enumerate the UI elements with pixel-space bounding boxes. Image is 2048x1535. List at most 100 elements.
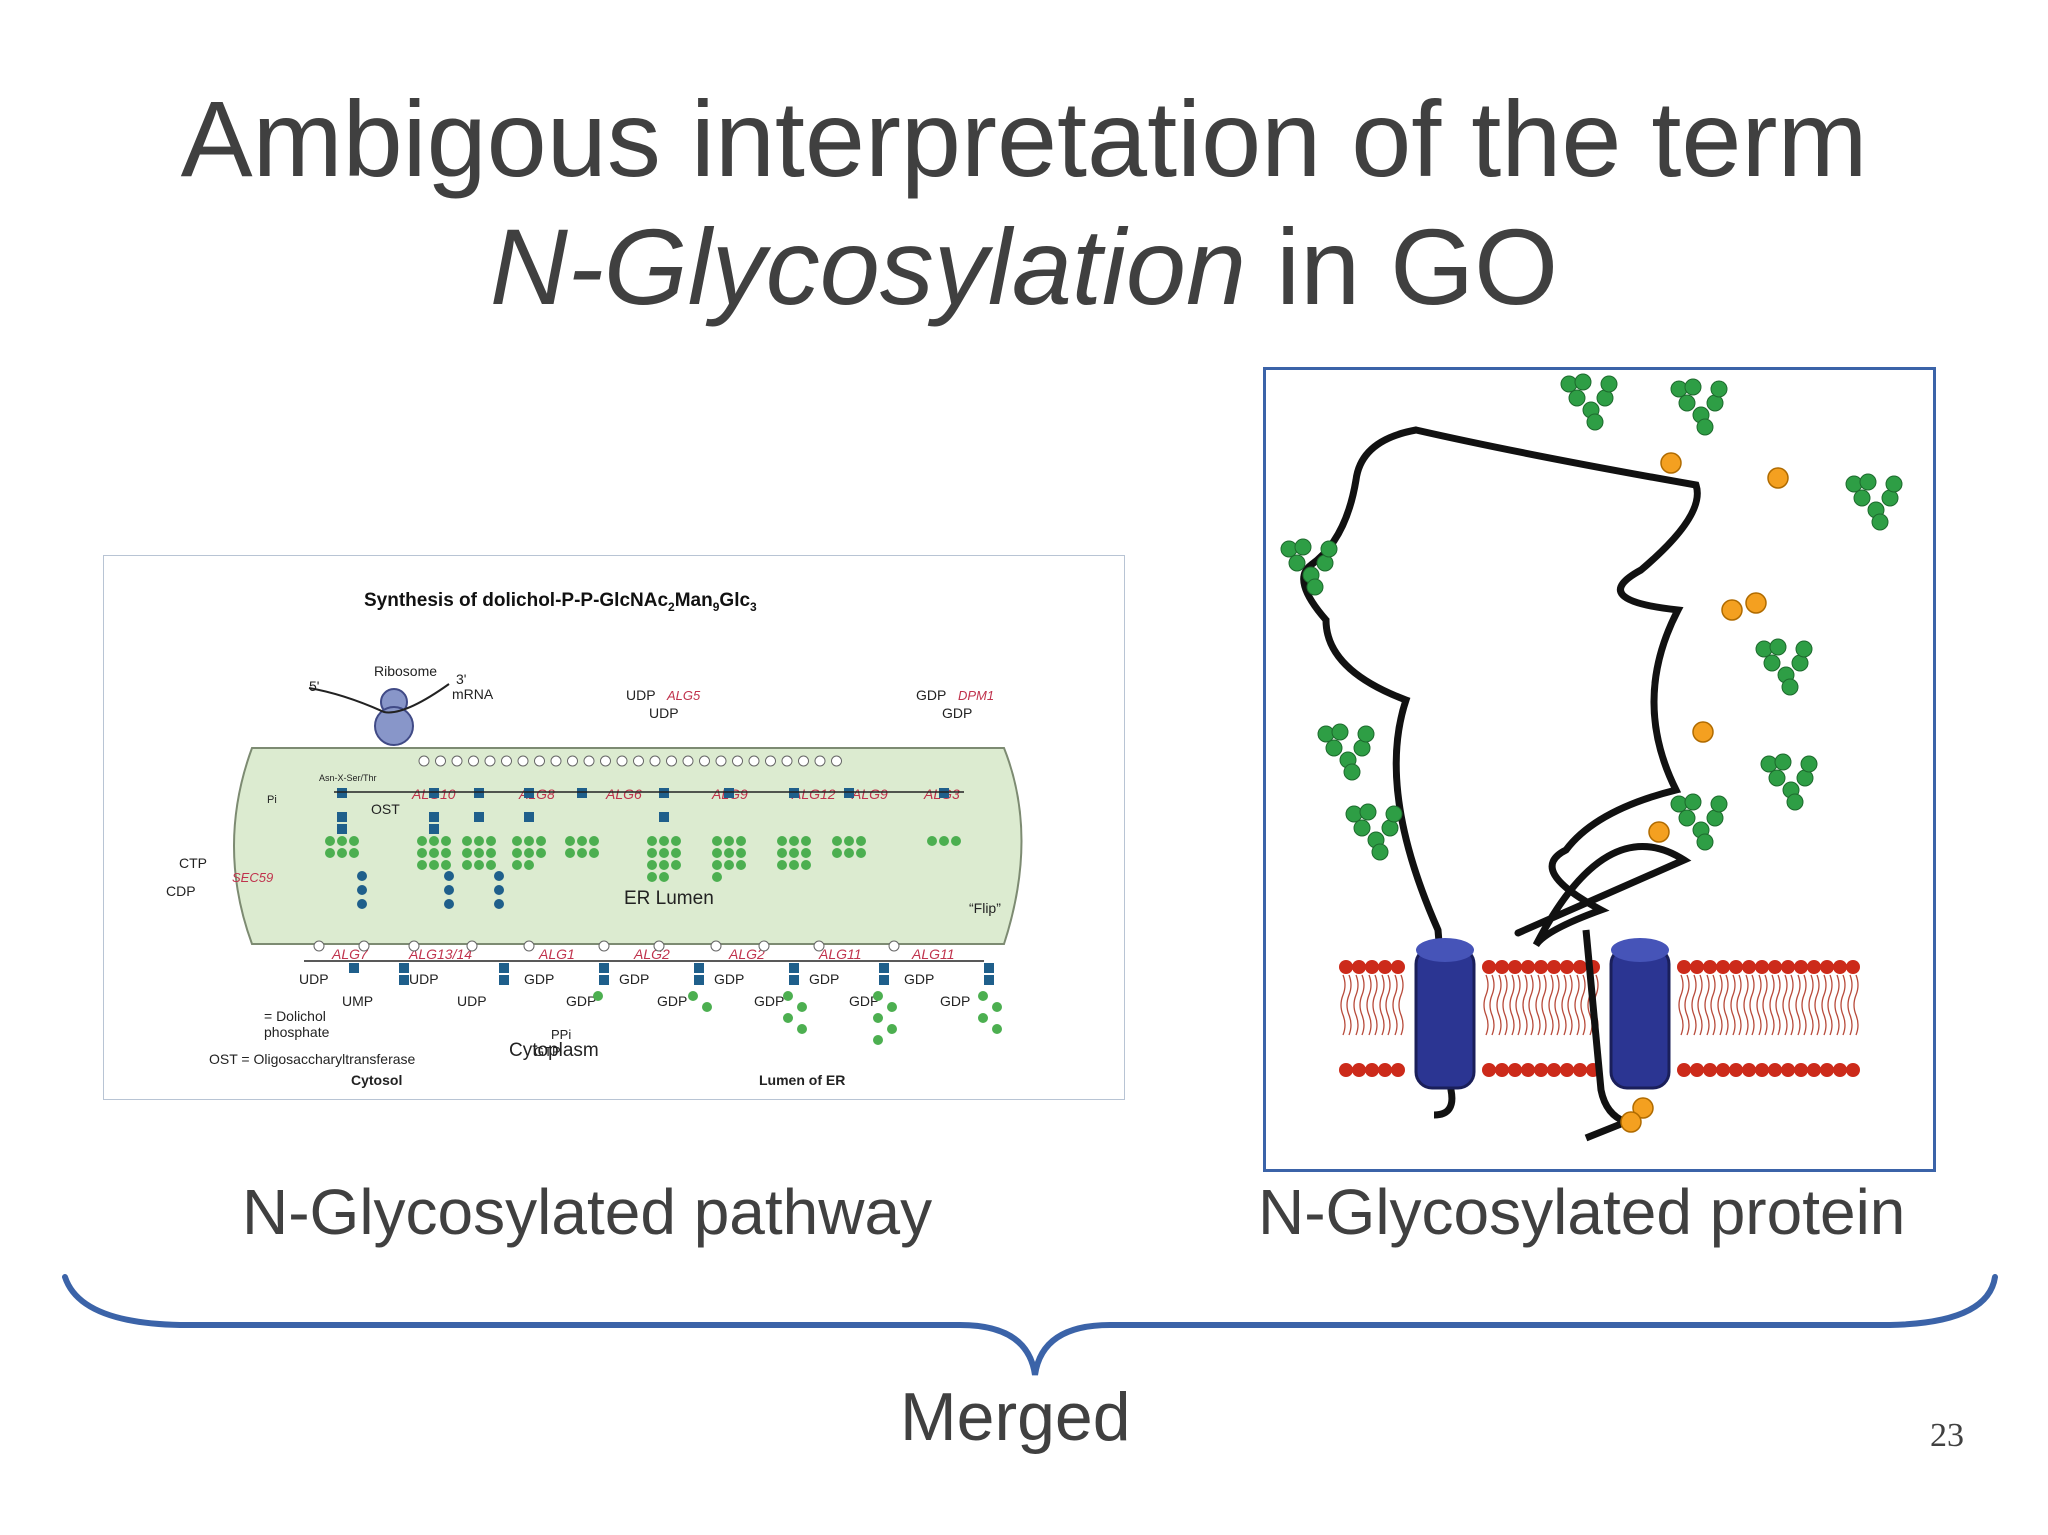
mannose-sugar [462, 860, 472, 870]
donor-label: UDP [299, 971, 329, 987]
lipid-head [1755, 1063, 1769, 1077]
lipid-tail [1398, 974, 1404, 1036]
glcnac-sugar [524, 812, 534, 822]
mannose-sugar [789, 848, 799, 858]
phosphate-marker [682, 755, 694, 767]
glycan-sugar [1381, 819, 1399, 837]
glycan-sugar [1288, 554, 1306, 572]
glycosylation-site [1648, 821, 1670, 843]
glcnac-sugar [577, 788, 587, 798]
mannose-sugar [524, 860, 534, 870]
top-enzyme-label: ALG9 [851, 786, 888, 802]
mannose-sugar [873, 1035, 883, 1045]
lipid-head [1846, 960, 1860, 974]
ost-label: OST [371, 801, 400, 817]
lipid-tail [1782, 974, 1788, 1036]
lipid-tail [1359, 974, 1365, 1036]
phosphate-marker [501, 755, 512, 767]
donor-label: GDP [657, 993, 687, 1009]
glycan-sugar [1706, 809, 1724, 827]
lipid-tail [1827, 974, 1833, 1036]
lipid-tail [1704, 974, 1710, 1036]
mannose-sugar [797, 1002, 807, 1012]
gdp-man-label: GDP [942, 705, 972, 721]
glycan-sugar [1560, 375, 1578, 393]
caption-protein: N-Glycosylated protein [1258, 1176, 1906, 1248]
glycan-sugar [1769, 638, 1787, 656]
lipid-head [1391, 1063, 1405, 1077]
phosphate-marker [813, 940, 825, 952]
gtp-label: GTP [534, 1044, 561, 1059]
glycan-sugar [1678, 394, 1696, 412]
glycan-trees [325, 788, 1002, 1045]
glycan-sugar [1600, 375, 1618, 393]
mannose-sugar [712, 860, 722, 870]
dpm1-label: DPM1 [958, 688, 994, 703]
lipid-head [1703, 1063, 1717, 1077]
bottom-enzyme-label: ALG11 [911, 946, 955, 962]
lipid-head [1521, 960, 1535, 974]
lipid-head [1807, 1063, 1821, 1077]
lipid-tail [1853, 974, 1859, 1036]
phosphate-marker [715, 755, 727, 767]
glycan-sugar [1280, 540, 1298, 558]
glycan-sugar [1696, 833, 1714, 851]
protein-backbone [1300, 426, 1701, 948]
glcnac-sugar [474, 788, 484, 798]
mannose-sugar [832, 836, 842, 846]
lipid-tail [1762, 974, 1768, 1036]
glycan-sugar [1353, 819, 1371, 837]
title-suffix: in GO [1246, 206, 1559, 327]
lipid-head [1495, 1063, 1509, 1077]
glycan-sugar [1684, 793, 1702, 811]
mannose-sugar [486, 836, 496, 846]
mannose-sugar [647, 872, 657, 882]
mannose-sugar [577, 836, 587, 846]
mannose-sugar [474, 860, 484, 870]
phosphate-marker [888, 940, 900, 952]
merged-label: Merged [900, 1379, 1131, 1455]
donor-label: GDP [524, 971, 554, 987]
glycosylation-site [1632, 1097, 1654, 1119]
lipid-head [1547, 960, 1561, 974]
glcnac-sugar [984, 963, 994, 973]
lipid-head [1703, 960, 1717, 974]
mannose-sugar [647, 860, 657, 870]
glycan-sugar [1786, 793, 1804, 811]
glcnac-sugar [789, 788, 799, 798]
lipid-tail [1847, 974, 1853, 1036]
mannose-sugar [474, 836, 484, 846]
caption-pathway: N-Glycosylated pathway [242, 1176, 933, 1248]
glycan-sugar [1678, 809, 1696, 827]
glcnac-sugar [429, 812, 439, 822]
glcnac-sugar [789, 963, 799, 973]
lipid-tail [1730, 974, 1736, 1036]
phosphate-marker [814, 755, 826, 767]
backbone-c-tail [1433, 929, 1456, 1119]
phosphate-marker [748, 755, 760, 767]
mannose-sugar [486, 860, 496, 870]
dolichol-anchors [313, 755, 900, 952]
glcnac-sugar [499, 975, 509, 985]
three-prime-label: 3' [456, 671, 466, 687]
donor-label: GDP [566, 993, 596, 1009]
lipid-head [1742, 960, 1756, 974]
glycan-sugar [1706, 394, 1724, 412]
pathway-diagram: Synthesis of dolichol-P-P-GlcNAc2Man9Glc… [166, 590, 1023, 1088]
ribosome-large-subunit [374, 706, 414, 746]
mannose-sugar [789, 836, 799, 846]
glucose-sugar [494, 885, 504, 895]
helix-1-top [1416, 938, 1474, 962]
mrna-strand [308, 683, 450, 714]
mannose-sugar [978, 1013, 988, 1023]
mannose-sugar [927, 836, 937, 846]
glucose-sugar [357, 899, 367, 909]
mannose-sugar [349, 848, 359, 858]
glycan-sugar [1774, 753, 1792, 771]
lipid-tail [1541, 974, 1547, 1036]
mannose-sugar [337, 848, 347, 858]
lipid-tail [1580, 974, 1586, 1036]
glycan-sugar [1586, 413, 1604, 431]
donor-label: GDP [904, 971, 934, 987]
lipid-head [1716, 960, 1730, 974]
